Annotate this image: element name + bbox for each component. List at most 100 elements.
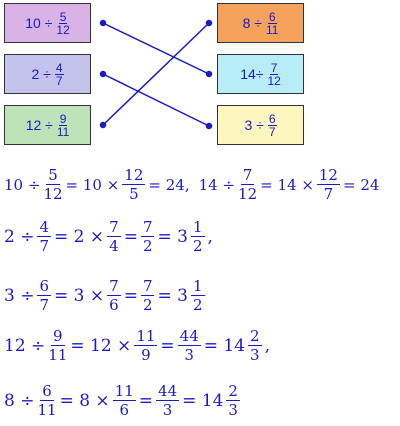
eq2-mixed-num: 1: [190, 218, 205, 237]
eq1-term-c: = 24,: [148, 175, 190, 194]
eq4-mixed-num: 2: [248, 327, 262, 346]
eq4-frac-3-den: 3: [184, 346, 194, 364]
eq2-frac-1-den: 7: [39, 237, 50, 255]
right-box-1[interactable]: 8 ÷ 6 11: [217, 3, 304, 43]
eq4-frac-2-den: 9: [141, 346, 151, 364]
eq2-mixed-den: 2: [192, 237, 203, 255]
eq2-frac-3-den: 2: [142, 237, 153, 255]
eq1-term-a2: 14 ÷: [198, 175, 236, 194]
eq3-mixed-num: 1: [190, 277, 205, 296]
eq4-frac-2-num: 11: [134, 327, 158, 346]
dot-left-2: [99, 70, 107, 78]
right-box-2-fraction: 7 12: [267, 62, 280, 87]
eq5-frac-2-num: 11: [112, 382, 136, 401]
eq5-mixed-num: 2: [226, 382, 240, 401]
eq1-frac-1-den: 12: [43, 185, 63, 203]
left-box-1-whole: 10 ÷: [25, 15, 53, 31]
right-box-2-den: 12: [267, 73, 281, 88]
eq4-equals-1: =: [160, 335, 175, 356]
eq2-term-b: = 2 ×: [54, 226, 105, 247]
dot-right-1: [205, 19, 213, 27]
dot-right-2: [205, 70, 213, 78]
eq5-frac-1-den: 11: [37, 401, 57, 419]
right-box-2[interactable]: 14÷ 7 12: [217, 54, 304, 94]
right-box-2-whole: 14÷: [240, 66, 264, 82]
right-box-3-den: 7: [268, 124, 276, 139]
eq1-frac-1-num: 5: [46, 166, 60, 185]
eq2-frac-1-num: 4: [37, 218, 52, 237]
left-box-2-whole: 2 ÷: [31, 66, 51, 82]
eq4-equals-2: = 14: [203, 335, 246, 356]
left-box-2-num: 4: [54, 60, 64, 75]
right-box-3[interactable]: 3 ÷ 6 7: [217, 105, 304, 145]
left-box-2[interactable]: 2 ÷ 4 7: [4, 54, 91, 94]
eq5-frac-2-den: 6: [119, 401, 129, 419]
eq5-equals-1: =: [138, 390, 154, 411]
eq2-equals-2: = 3: [157, 226, 188, 247]
eq3-frac-2-num: 7: [107, 277, 121, 296]
eq4-mixed-den: 3: [250, 346, 260, 364]
eq3-term-a: 3 ÷: [4, 285, 35, 306]
eq3-term-b: = 3 ×: [54, 285, 105, 306]
eq3-frac-1-num: 6: [37, 277, 52, 296]
eq2-frac-2-num: 7: [107, 218, 121, 237]
left-box-3-den: 11: [56, 124, 70, 139]
eq5-mixed-den: 3: [228, 401, 238, 419]
left-box-1-fraction: 5 12: [56, 11, 69, 36]
eq1-frac-2-den: 5: [129, 185, 139, 203]
eq2-frac-3-num: 7: [140, 218, 155, 237]
eq1-frac-4-num: 12: [316, 166, 340, 185]
matching-lines: [99, 19, 213, 130]
eq1-frac-3-num: 7: [240, 166, 255, 185]
eq5-term-b: = 8 ×: [59, 390, 110, 411]
eq1-frac-2-num: 12: [122, 166, 146, 185]
eq3-frac-3-num: 7: [140, 277, 155, 296]
left-box-3-fraction: 9 11: [57, 113, 69, 138]
left-box-1-num: 5: [58, 9, 68, 24]
eq5-frac-1-num: 6: [40, 382, 54, 401]
right-box-1-fraction: 6 11: [266, 11, 278, 36]
eq2-term-a: 2 ÷: [4, 226, 35, 247]
eq3-frac-2-den: 6: [109, 296, 119, 314]
dot-left-3: [99, 121, 107, 129]
left-box-3-num: 9: [58, 111, 68, 126]
left-box-3[interactable]: 12 ÷ 9 11: [4, 105, 91, 145]
left-box-2-fraction: 4 7: [54, 60, 64, 87]
link-12div-to-8div: [102, 22, 210, 126]
eq1-term-b: = 10 ×: [65, 175, 120, 194]
left-box-1[interactable]: 10 ÷ 5 12: [4, 3, 91, 43]
eq2-tail: ,: [207, 226, 213, 247]
right-box-3-fraction: 6 7: [267, 113, 277, 139]
eq1-frac-4-den: 7: [323, 185, 334, 203]
eq3-frac-1-den: 7: [39, 296, 50, 314]
eq3-equals-2: = 3: [157, 285, 188, 306]
eq5-term-a: 8 ÷: [4, 390, 35, 411]
eq3-equals-1: =: [123, 285, 138, 306]
eq4-frac-3-num: 44: [177, 327, 201, 346]
eq4-frac-1-num: 9: [51, 327, 65, 346]
eq5-frac-3-den: 3: [162, 401, 173, 419]
dot-left-1: [99, 19, 107, 27]
right-box-3-whole: 3 ÷: [244, 117, 264, 133]
link-10div-to-14div: [102, 22, 210, 75]
right-box-2-num: 7: [269, 60, 279, 75]
eq4-tail: ,: [264, 335, 270, 356]
eq3-mixed-den: 2: [192, 296, 203, 314]
